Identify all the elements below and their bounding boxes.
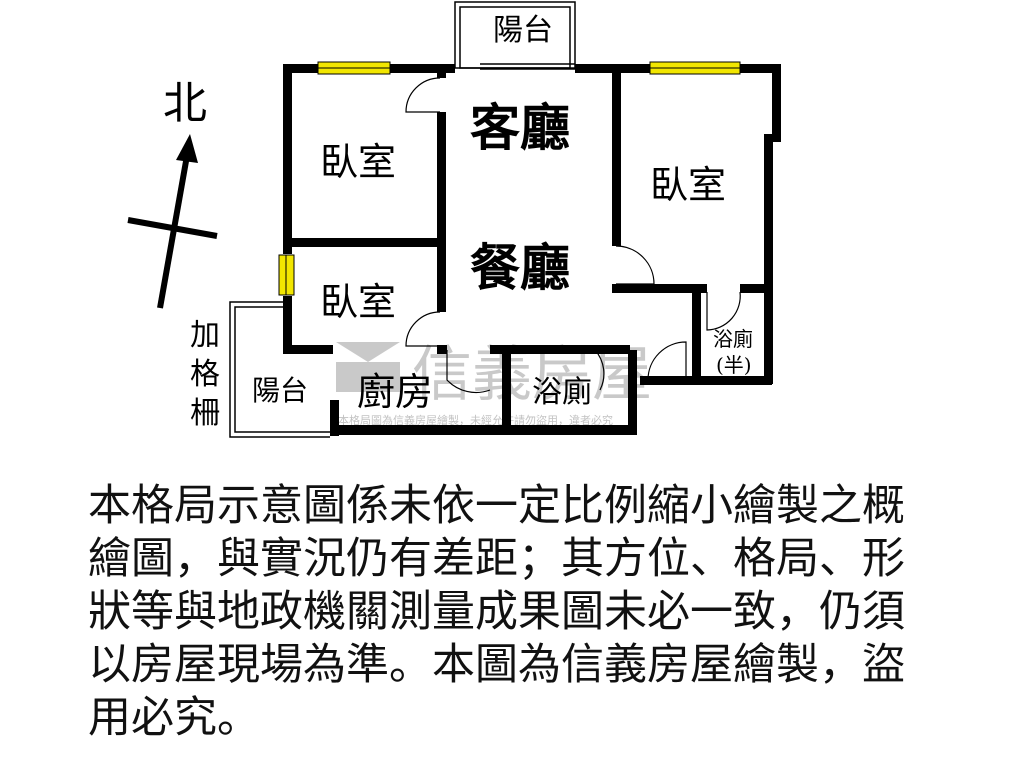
- label-left-balcony: 陽台: [252, 374, 308, 407]
- label-dining-room: 餐廳: [470, 238, 570, 297]
- disclaimer-line: 以房屋現場為準。本圖為信義房屋繪製，盜: [88, 640, 905, 690]
- watermark-logo: [336, 342, 400, 362]
- label-kitchen: 廚房: [357, 370, 433, 414]
- floor-plan: 信義房屋 本格局圖為信義房屋繪製，未經允許請勿盜用，違者必究 北: [127, 1, 781, 438]
- watermark-notice: 本格局圖為信義房屋繪製，未經允許請勿盜用，違者必究: [338, 413, 613, 427]
- disclaimer-line: 用必究。: [88, 693, 260, 743]
- disclaimer-line: 繪圖，與實況仍有差距；其方位、格局、形: [88, 534, 905, 584]
- left-balcony: [229, 301, 330, 438]
- north-arrow-icon: [127, 134, 218, 309]
- label-grille-1: 加: [190, 318, 220, 353]
- label-top-balcony: 陽台: [493, 13, 553, 48]
- label-half-bath: 浴廁: [713, 327, 753, 351]
- label-bathroom: 浴廁: [532, 375, 592, 410]
- doors: [405, 77, 741, 394]
- disclaimer-text: 本格局示意圖係未依一定比例縮小繪製之概 繪圖，與實況仍有差距；其方位、格局、形 …: [88, 480, 968, 745]
- disclaimer-line: 本格局示意圖係未依一定比例縮小繪製之概: [88, 481, 905, 531]
- north-label: 北: [163, 78, 207, 129]
- label-grille-2: 格: [190, 357, 220, 392]
- label-half-bath-suffix: (半): [716, 353, 752, 377]
- top-balcony: [454, 1, 576, 70]
- label-grille-3: 柵: [190, 396, 220, 431]
- label-bedroom-w: 臥室: [320, 280, 396, 324]
- label-bedroom-e: 臥室: [650, 163, 726, 207]
- label-bedroom-nw: 臥室: [320, 140, 396, 184]
- windows: [278, 61, 741, 296]
- disclaimer-line: 狀等與地政機關測量成果圖未必一致，仍須: [88, 587, 905, 637]
- watermark-logo-base: [336, 362, 400, 392]
- label-living-room: 客廳: [470, 98, 570, 157]
